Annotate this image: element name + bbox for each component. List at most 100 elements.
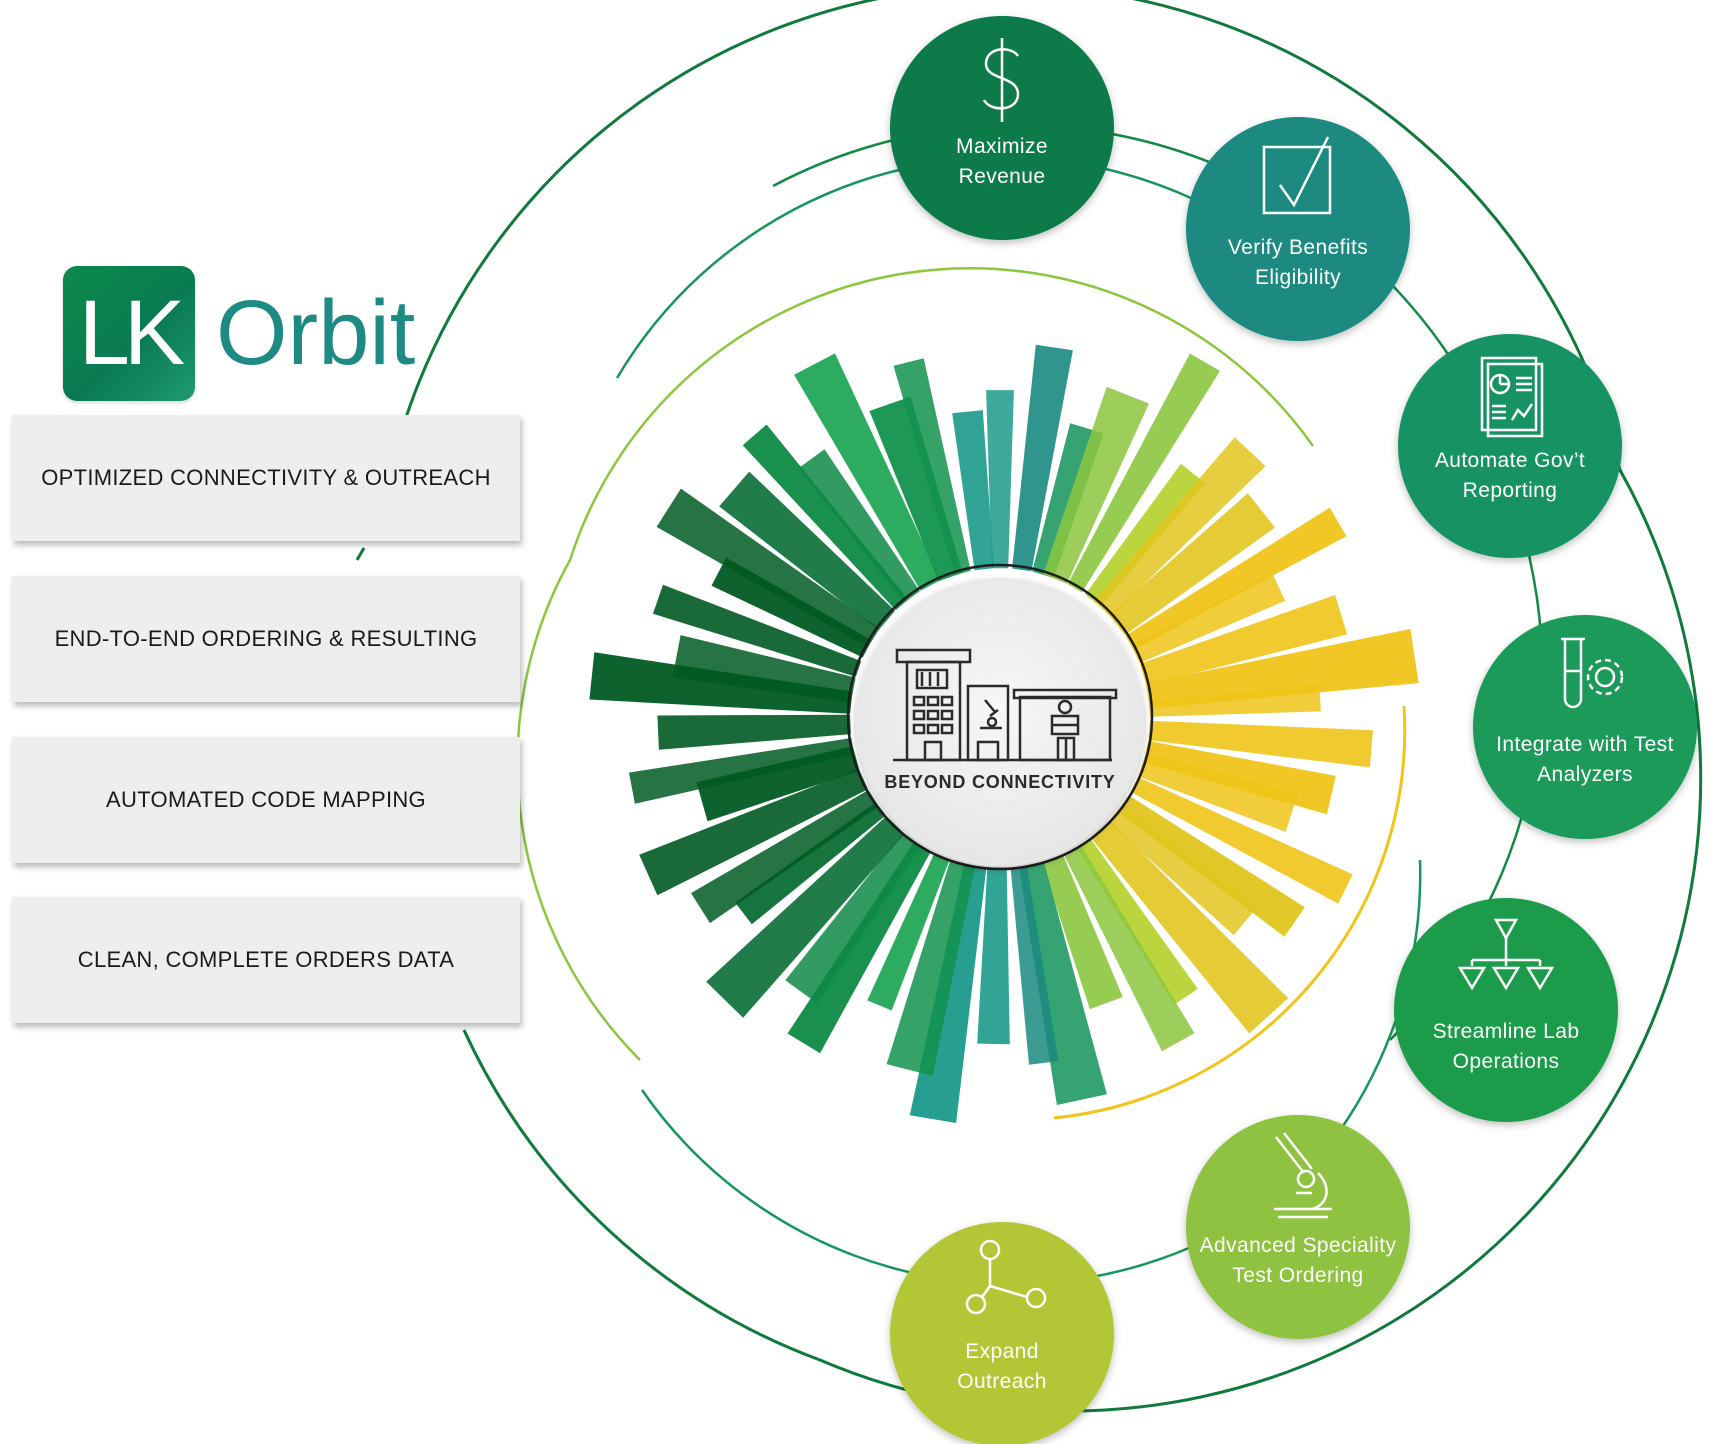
test-tube-gear-icon xyxy=(1561,637,1624,709)
benefit-label-line2: Revenue xyxy=(958,165,1046,188)
burst-bar xyxy=(711,557,872,658)
feature-card: AUTOMATED CODE MAPPING xyxy=(12,737,520,863)
burst-bar xyxy=(1063,844,1195,1052)
burst-bar xyxy=(1012,344,1073,572)
benefit-bubble xyxy=(1186,117,1410,341)
burst-bar xyxy=(629,738,855,804)
benefit-label-line1: Expand xyxy=(965,1340,1039,1363)
burst-bar xyxy=(869,396,963,582)
outer-orbit-ring-tail xyxy=(355,547,366,561)
benefit-label-line2: Reporting xyxy=(1462,479,1558,502)
feature-label: CLEAN, COMPLETE ORDERS DATA xyxy=(77,947,455,972)
benefit-label-line1: Advanced Speciality xyxy=(1199,1234,1397,1257)
logo-mark-text: LK xyxy=(78,282,186,384)
benefit-label: Maximize Revenue xyxy=(897,132,1107,192)
burst-bar xyxy=(696,746,860,822)
burst-bar xyxy=(977,867,1010,1045)
burst-bar xyxy=(1145,628,1419,709)
burst-bar xyxy=(798,449,920,603)
feature-card: OPTIMIZED CONNECTIVITY & OUTREACH xyxy=(12,415,520,541)
radial-bar-burst xyxy=(589,344,1419,1123)
benefit-label-line2: Outreach xyxy=(957,1370,1047,1393)
burst-bar xyxy=(735,802,886,925)
benefit-bubble xyxy=(1398,334,1622,558)
burst-bar xyxy=(1108,804,1258,936)
burst-bar xyxy=(1090,820,1289,1034)
benefit-bubble xyxy=(1394,898,1618,1122)
burst-bar xyxy=(1117,795,1305,937)
burst-bar xyxy=(1131,572,1286,664)
burst-bar xyxy=(672,635,856,703)
benefit-bubbles xyxy=(890,16,1697,1444)
burst-bar xyxy=(867,852,950,1011)
burst-bar xyxy=(1010,865,1059,1065)
benefit-label-line1: Maximize xyxy=(956,135,1048,158)
benefit-bubble xyxy=(890,16,1114,240)
report-icon xyxy=(1480,356,1544,438)
inner-yellow-ring xyxy=(1053,705,1407,1120)
feature-label: END-TO-END ORDERING & RESULTING xyxy=(54,626,478,651)
burst-bar xyxy=(785,832,922,1004)
fourth-orbit-ring xyxy=(516,267,1315,1061)
benefit-bubble xyxy=(1473,615,1697,839)
brand-name: Orbit xyxy=(216,282,416,384)
burst-bar xyxy=(986,390,1014,569)
checkbox-icon xyxy=(1262,136,1332,215)
benefit-label: Verify Benefits Eligibility xyxy=(1193,233,1403,293)
burst-bar xyxy=(1125,507,1347,650)
burst-bar xyxy=(886,859,976,1076)
hub xyxy=(846,563,1154,871)
feature-card: CLEAN, COMPLETE ORDERS DATA xyxy=(12,897,520,1023)
burst-bar xyxy=(787,841,931,1054)
burst-bar xyxy=(1085,463,1206,607)
logo-mark: LK xyxy=(63,266,195,401)
hierarchy-icon xyxy=(1457,918,1555,991)
benefit-label-line2: Test Ordering xyxy=(1232,1264,1364,1287)
burst-bar xyxy=(1094,437,1266,617)
benefit-label: Streamline Lab Operations xyxy=(1401,1017,1611,1077)
benefit-bubble xyxy=(1186,1115,1410,1339)
benefit-label: Advanced Speciality Test Ordering xyxy=(1193,1231,1403,1291)
burst-bar xyxy=(1139,595,1348,686)
hub-label: BEYOND CONNECTIVITY xyxy=(884,772,1116,792)
microscope-icon xyxy=(1274,1132,1332,1219)
burst-bar xyxy=(1076,838,1198,1005)
burst-bar xyxy=(1018,861,1107,1105)
feature-card: END-TO-END ORDERING & RESULTING xyxy=(12,576,520,702)
benefit-label-line2: Analyzers xyxy=(1537,763,1633,786)
burst-bar xyxy=(1149,684,1321,717)
burst-bar xyxy=(691,790,879,924)
benefit-label-line1: Automate Gov’t xyxy=(1434,449,1586,472)
burst-bar xyxy=(657,714,851,750)
burst-bar xyxy=(706,816,905,1018)
benefit-label-line1: Integrate with Test xyxy=(1496,733,1674,756)
network-icon xyxy=(965,1239,1047,1315)
burst-bar xyxy=(652,584,862,677)
lab-buildings-icon xyxy=(893,648,1118,762)
burst-bar xyxy=(1138,752,1298,832)
benefit-label: Automate Gov’t Reporting xyxy=(1405,446,1615,506)
benefit-label: Integrate with Test Analyzers xyxy=(1480,730,1690,790)
hub-disc xyxy=(856,578,1144,866)
benefit-label-line2: Operations xyxy=(1452,1050,1560,1073)
benefit-bubble xyxy=(890,1222,1114,1444)
benefit-label: Expand Outreach xyxy=(897,1337,1107,1397)
feature-label: OPTIMIZED CONNECTIVITY & OUTREACH xyxy=(41,465,491,490)
burst-bar xyxy=(893,358,971,575)
feature-label: AUTOMATED CODE MAPPING xyxy=(106,787,426,812)
burst-bar xyxy=(952,410,994,571)
benefit-label-line1: Verify Benefits xyxy=(1227,236,1369,259)
burst-bar xyxy=(1148,720,1373,768)
benefit-label-line1: Streamline Lab xyxy=(1432,1020,1580,1043)
burst-bar xyxy=(1130,777,1353,904)
burst-bar xyxy=(1067,353,1220,593)
burst-bar xyxy=(719,471,896,631)
burst-bar xyxy=(1041,854,1123,1010)
outer-orbit-ring xyxy=(400,0,1703,1413)
burst-bar xyxy=(742,424,909,611)
burst-bar xyxy=(639,768,868,896)
burst-bar xyxy=(1109,493,1275,635)
burst-bar xyxy=(656,488,880,648)
dollar-icon xyxy=(982,38,1020,122)
burst-bar xyxy=(1043,386,1149,584)
